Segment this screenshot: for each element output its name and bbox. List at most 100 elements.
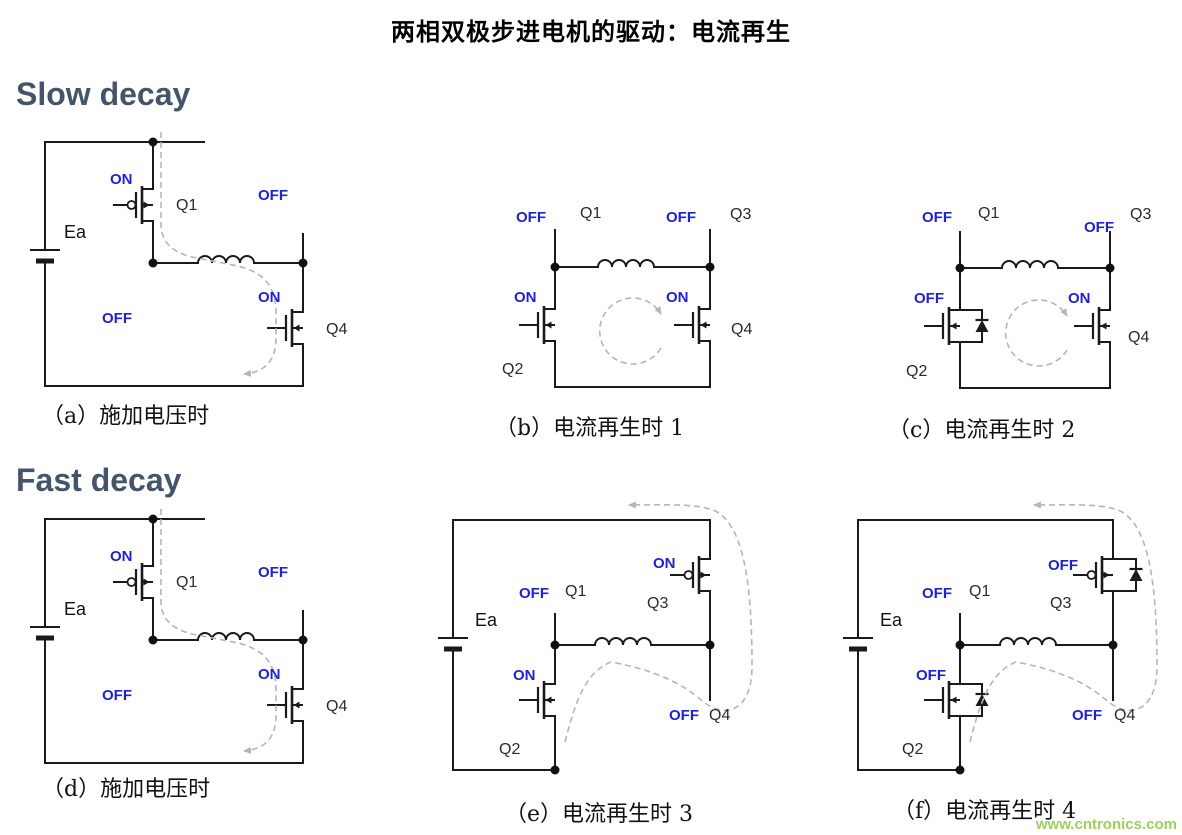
q1-label: Q1 [176, 574, 197, 591]
q4-label: Q4 [1128, 329, 1149, 346]
inductor-coil [1000, 260, 1060, 270]
q3-state: OFF [1048, 557, 1078, 574]
q2-transistor [922, 305, 962, 347]
fast-decay-heading: Fast decay [16, 462, 182, 498]
caption-f: （f）电流再生时 4 [893, 799, 1077, 824]
q2-transistor [517, 679, 557, 721]
q1-state: OFF [922, 209, 952, 226]
q1-label: Q1 [580, 205, 601, 222]
current-path [969, 501, 1158, 743]
q1-label: Q1 [176, 197, 197, 214]
caption-e: （e）电流再生时 3 [505, 802, 694, 827]
wires [554, 229, 711, 388]
q3-transistor [668, 554, 712, 596]
wires [959, 231, 1111, 389]
q1-state: ON [110, 548, 133, 565]
q1-label: Q1 [969, 583, 990, 600]
circuit-e-diagram: Ea OFF Q1 ON Q3 ON Q2 OFF Q4 [438, 501, 753, 775]
junction-nodes [550, 262, 715, 272]
q2-state: ON [513, 667, 536, 684]
q1-state: OFF [519, 585, 549, 602]
q1-state: OFF [516, 209, 546, 226]
caption-c: （c）电流再生时 2 [888, 418, 1076, 443]
junction-nodes [955, 640, 1118, 775]
wires [438, 519, 711, 771]
q3-label: Q3 [647, 595, 668, 612]
circuit-d-diagram: Ea ON Q1 OFF OFF ON Q4 [30, 509, 347, 764]
q3-state: OFF [258, 564, 288, 581]
slow-decay-heading: Slow decay [16, 76, 191, 112]
q4-label: Q4 [731, 321, 752, 338]
watermark: www.cntronics.com [1035, 816, 1177, 833]
inductor-coil [196, 632, 256, 642]
q4-label: Q4 [326, 321, 347, 338]
q3-label: Q3 [1130, 206, 1151, 223]
supply-label: Ea [64, 599, 87, 619]
q2-state: OFF [916, 667, 946, 684]
q3-label: Q3 [1050, 595, 1071, 612]
junction-nodes [550, 640, 715, 775]
q2-state: OFF [914, 290, 944, 307]
q4-state: ON [1068, 290, 1091, 307]
wires [30, 518, 304, 764]
supply-label: Ea [475, 610, 498, 630]
current-loop [598, 297, 662, 365]
inductor-coil [593, 637, 653, 647]
q4-state: ON [666, 289, 689, 306]
caption-b: （b）电流再生时 1 [495, 416, 685, 441]
circuit-c-diagram: OFF Q1 OFF Q3 OFF Q2 ON Q4 [906, 205, 1151, 389]
q3-state: OFF [1084, 219, 1114, 236]
junction-nodes [148, 137, 308, 268]
q2-transistor [517, 304, 557, 346]
q4-transistor [1072, 305, 1112, 347]
q2-label: Q2 [502, 361, 523, 378]
junction-nodes [148, 514, 308, 645]
circuit-f-diagram: Ea OFF Q1 OFF Q3 OFF Q2 OFF Q4 [843, 501, 1158, 775]
q1-state: ON [110, 171, 133, 188]
q2-label: Q2 [902, 741, 923, 758]
inductor-coil [596, 259, 656, 269]
q3-state: OFF [258, 187, 288, 204]
q3-state: OFF [666, 209, 696, 226]
q4-state: OFF [669, 707, 699, 724]
q4-label: Q4 [709, 707, 730, 724]
q2-transistor [922, 679, 962, 721]
q2-body-diode [974, 682, 990, 718]
q1-label: Q1 [565, 583, 586, 600]
inductor-coil [196, 255, 256, 265]
junction-nodes [955, 263, 1115, 273]
q4-transistor [672, 304, 712, 346]
q1-transistor [111, 561, 155, 603]
q4-transistor [265, 684, 305, 726]
q1-label: Q1 [978, 205, 999, 222]
q4-state: OFF [1072, 707, 1102, 724]
q2-state: OFF [102, 687, 132, 704]
q3-state: ON [653, 555, 676, 572]
circuit-b-diagram: OFF Q1 OFF Q3 ON Q2 ON Q4 [502, 205, 752, 388]
page-title: 两相双极步进电机的驱动：电流再生 [391, 17, 791, 46]
wires [843, 519, 1137, 771]
q2-label: Q2 [499, 741, 520, 758]
q2-state: OFF [102, 310, 132, 327]
supply-label: Ea [64, 222, 87, 242]
q2-state: ON [514, 289, 537, 306]
q1-transistor [111, 184, 155, 226]
q1-state: OFF [922, 585, 952, 602]
circuit-a-diagram: Ea ON Q1 OFF OFF ON Q4 [30, 132, 347, 387]
inductor-coil [998, 637, 1058, 647]
current-loop [1004, 299, 1068, 367]
current-path [564, 501, 753, 743]
q3-label: Q3 [730, 206, 751, 223]
caption-d: （d）施加电压时 [42, 777, 211, 802]
caption-a: （a）施加电压时 [42, 404, 210, 429]
q4-state: ON [258, 289, 281, 306]
q3-transistor [1071, 554, 1115, 596]
q2-label: Q2 [906, 363, 927, 380]
q4-transistor [265, 307, 305, 349]
current-path [160, 509, 277, 754]
wires [30, 141, 304, 387]
q4-label: Q4 [1114, 707, 1135, 724]
supply-label: Ea [880, 610, 903, 630]
q4-state: ON [258, 666, 281, 683]
